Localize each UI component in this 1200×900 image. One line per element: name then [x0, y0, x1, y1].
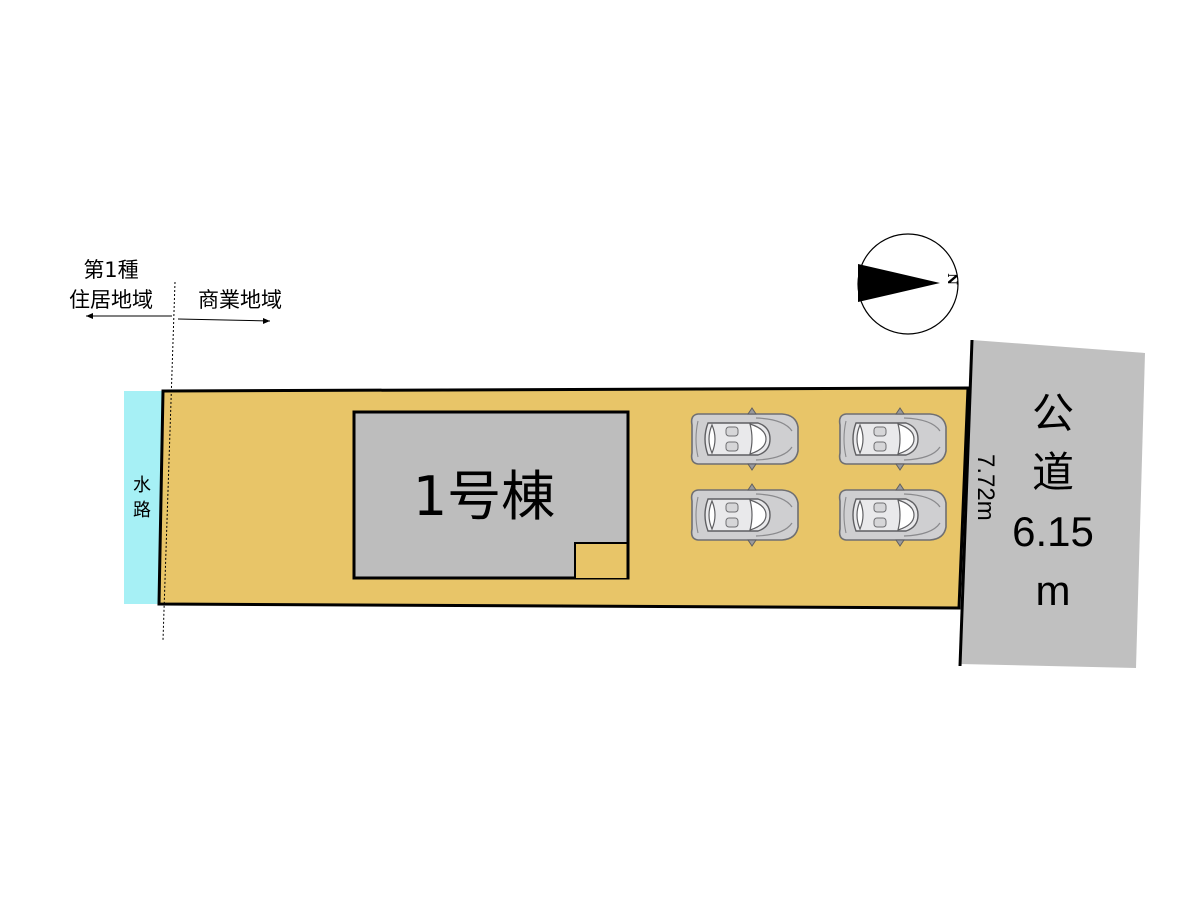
zone-right-label: 商業地域: [198, 288, 282, 312]
zone-left-line1: 第1種: [83, 258, 138, 282]
waterway-label-char1: 水: [133, 475, 151, 496]
car-3: [690, 483, 799, 547]
car-4: [838, 483, 947, 547]
road-width-unit: m: [1036, 567, 1071, 614]
road-edge-line: [958, 339, 974, 667]
car-2: [838, 407, 947, 471]
road-width-value: 6.15: [1012, 508, 1094, 555]
waterway-label-char2: 路: [133, 500, 151, 521]
compass: N: [857, 233, 959, 335]
zone-arrow-right: [177, 318, 271, 324]
compass-north-letter: N: [944, 273, 959, 285]
zone-arrow-left: [86, 313, 172, 319]
zone-left-line2: 住居地域: [69, 288, 153, 312]
public-road: [960, 340, 1145, 668]
waterway: [124, 391, 163, 604]
building-label: 1号棟: [413, 465, 555, 528]
frontage-label: 7.72m: [972, 454, 999, 521]
car-1: [690, 407, 799, 471]
north-arrow-icon: [858, 264, 940, 302]
road-label-char2: 道: [1032, 449, 1074, 496]
road-label-char1: 公: [1032, 390, 1074, 437]
building-1: [352, 410, 630, 580]
